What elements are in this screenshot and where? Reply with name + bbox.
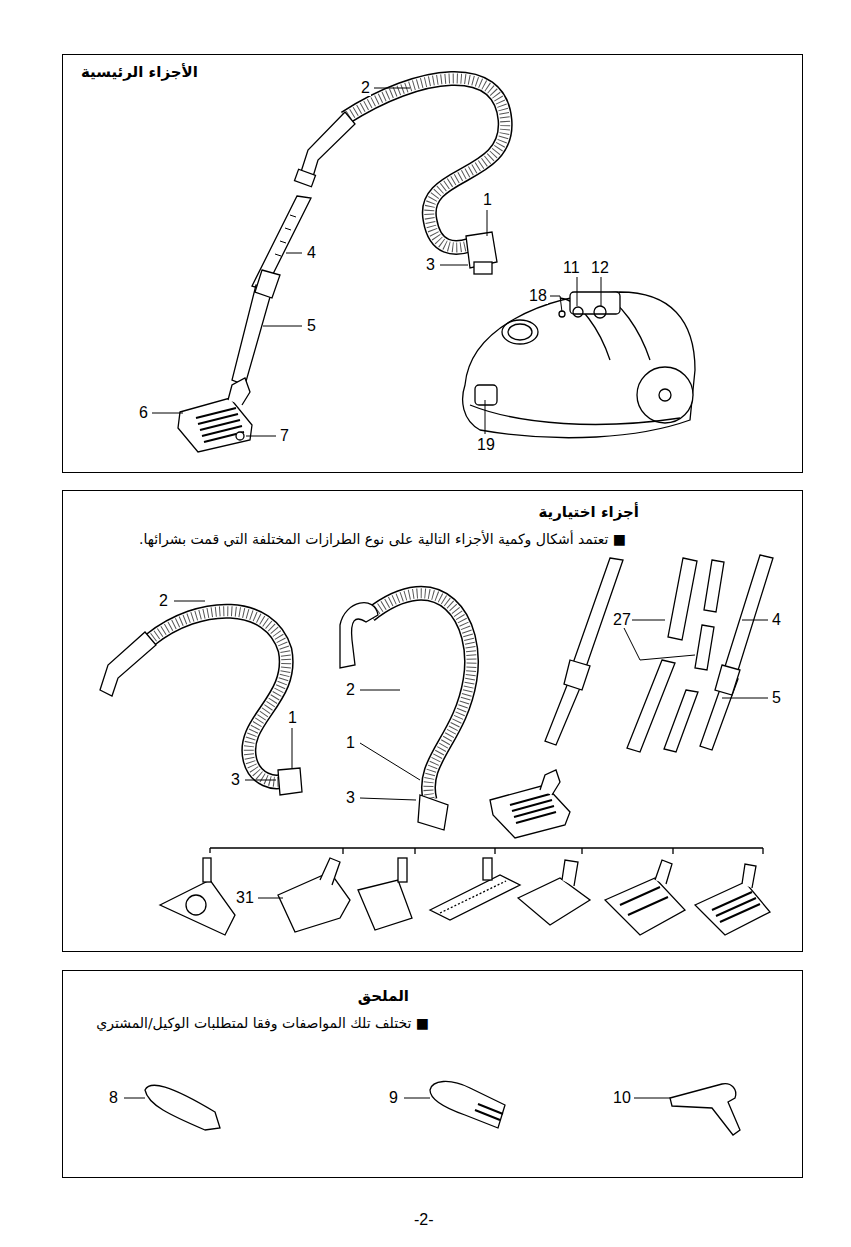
section-heading: الأجزاء الرئيسية bbox=[81, 63, 198, 81]
callout-number: 19 bbox=[476, 437, 496, 453]
callout-number: 27 bbox=[612, 612, 632, 628]
callout-number: 2 bbox=[345, 682, 356, 698]
section-panel: الملحق ■ تختلف تلك المواصفات وفقا لمتطلبا… bbox=[62, 970, 803, 1178]
leader-lines bbox=[124, 88, 768, 1098]
section-heading: الملحق bbox=[358, 987, 409, 1005]
callout-number: 12 bbox=[590, 260, 610, 276]
callout-number: 31 bbox=[235, 890, 255, 906]
section-heading: أجزاء اختيارية bbox=[538, 503, 639, 521]
callout-number: 4 bbox=[771, 612, 782, 628]
callout-number: 1 bbox=[287, 710, 298, 726]
callout-number: 3 bbox=[345, 790, 356, 806]
callout-number: 2 bbox=[360, 80, 371, 96]
nozzle-options bbox=[160, 848, 770, 935]
optional-hoses bbox=[100, 593, 472, 830]
callout-number: 11 bbox=[562, 260, 581, 276]
section-panel: أجزاء اختيارية ■ تعتمد أشكال وكمية الأجزا… bbox=[62, 490, 803, 952]
section-note: ■ تعتمد أشكال وكمية الأجزاء التالية على … bbox=[139, 531, 626, 547]
callout-number: 3 bbox=[425, 257, 436, 273]
callout-number: 10 bbox=[612, 1090, 632, 1106]
callout-number: 9 bbox=[388, 1090, 399, 1106]
callout-number: 5 bbox=[771, 690, 782, 706]
callout-number: 6 bbox=[138, 405, 149, 421]
hose bbox=[294, 78, 505, 274]
callout-number: 1 bbox=[345, 735, 356, 751]
page-number: -2- bbox=[413, 1212, 435, 1228]
callout-number: 7 bbox=[279, 428, 290, 444]
callout-number: 1 bbox=[482, 192, 493, 208]
callout-number: 8 bbox=[108, 1090, 119, 1106]
callout-number: 5 bbox=[306, 318, 317, 334]
callout-number: 2 bbox=[158, 593, 169, 609]
callout-number: 18 bbox=[528, 288, 548, 304]
accessories bbox=[145, 1081, 740, 1135]
optional-wands bbox=[490, 555, 773, 838]
section-note: ■ تختلف تلك المواصفات وفقا لمتطلبات الوك… bbox=[96, 1015, 429, 1031]
floor-nozzle bbox=[178, 378, 252, 452]
callout-number: 3 bbox=[230, 772, 241, 788]
callout-number: 4 bbox=[306, 245, 317, 261]
vacuum-body bbox=[463, 292, 695, 438]
wand bbox=[232, 196, 311, 385]
